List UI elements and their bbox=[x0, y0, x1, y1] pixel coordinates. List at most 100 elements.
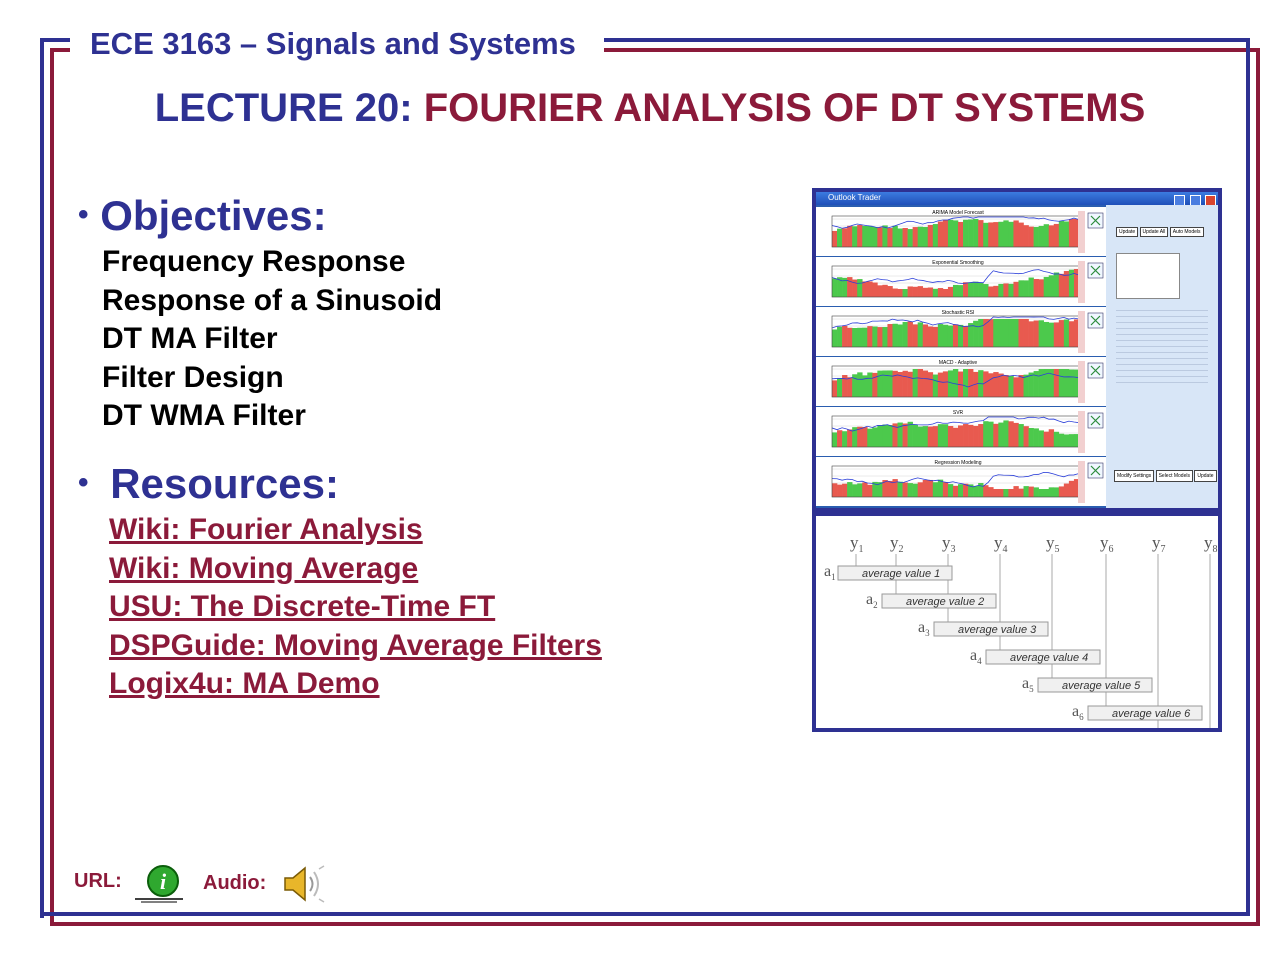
average-label: average value 3 bbox=[958, 624, 1037, 636]
zoom-icon[interactable] bbox=[1087, 412, 1104, 429]
list-item: DT WMA Filter bbox=[102, 399, 306, 432]
panel-title: MACD - Adaptive bbox=[939, 360, 978, 366]
info-icon[interactable]: i bbox=[133, 862, 185, 904]
side-buttons: Update Update All Auto Models bbox=[1116, 227, 1204, 237]
url-label: URL: bbox=[74, 870, 122, 892]
frame-left-maroon bbox=[50, 48, 54, 926]
lecture-prefix: LECTURE 20: bbox=[154, 86, 413, 130]
link-usu-dtft[interactable]: USU: The Discrete-Time FT bbox=[109, 590, 496, 623]
frame-bottom-maroon bbox=[50, 922, 1260, 926]
link-logix4u[interactable]: Logix4u: MA Demo bbox=[109, 667, 380, 700]
y-label: y1 bbox=[850, 533, 864, 555]
panel-title: SVR bbox=[953, 410, 964, 416]
a-label: a4 bbox=[970, 647, 982, 666]
panel-scrollbar[interactable] bbox=[1078, 461, 1085, 503]
zoom-icon[interactable] bbox=[1087, 362, 1104, 379]
a-label: a1 bbox=[824, 563, 836, 582]
window-title: Outlook Trader bbox=[828, 193, 881, 202]
objectives-heading: • Objectives: bbox=[78, 192, 327, 240]
average-label: average value 6 bbox=[1112, 708, 1191, 720]
update-all-button[interactable]: Update All bbox=[1139, 227, 1169, 237]
chart-panel: Regression Modeling bbox=[816, 457, 1106, 506]
frame-left-navy bbox=[40, 38, 44, 918]
window-titlebar: Outlook Trader bbox=[816, 192, 1218, 206]
side-panel: Update Update All Auto Models Modify Set… bbox=[1106, 205, 1218, 508]
audio-label: Audio: bbox=[203, 872, 267, 894]
a-label: a2 bbox=[866, 591, 878, 610]
list-item: Response of a Sinusoid bbox=[102, 283, 443, 317]
a-label: a5 bbox=[1022, 675, 1034, 694]
link-dspguide[interactable]: DSPGuide: Moving Average Filters bbox=[109, 628, 602, 662]
panel-scrollbar[interactable] bbox=[1078, 311, 1085, 353]
y-label: y4 bbox=[994, 533, 1008, 555]
chart-panel: Stochastic RSI bbox=[816, 307, 1106, 356]
chart-panel: MACD - Adaptive bbox=[816, 357, 1106, 406]
link-wiki-fourier[interactable]: Wiki: Fourier Analysis bbox=[109, 513, 423, 546]
zoom-icon[interactable] bbox=[1087, 262, 1104, 279]
speaker-icon[interactable] bbox=[281, 864, 327, 904]
link-wiki-moving-average[interactable]: Wiki: Moving Average bbox=[109, 551, 419, 585]
resources-heading-text: Resources: bbox=[110, 460, 339, 507]
frame-top-maroon-left bbox=[50, 48, 70, 52]
y-label: y2 bbox=[890, 533, 904, 555]
svg-text:i: i bbox=[160, 869, 167, 894]
resources-heading: • Resources: bbox=[78, 460, 339, 508]
lecture-title-text: FOURIER ANALYSIS OF DT SYSTEMS bbox=[423, 86, 1146, 130]
panel-scrollbar[interactable] bbox=[1078, 211, 1085, 253]
average-box bbox=[985, 649, 1101, 665]
side-data-rows bbox=[1116, 305, 1208, 385]
panel-scrollbar[interactable] bbox=[1078, 361, 1085, 403]
lecture-title: LECTURE 20: FOURIER ANALYSIS OF DT SYSTE… bbox=[0, 86, 1280, 131]
chart-panel: SVR bbox=[816, 407, 1106, 456]
panel-scrollbar[interactable] bbox=[1078, 261, 1085, 303]
average-box bbox=[881, 593, 997, 609]
frame-right-maroon bbox=[1256, 48, 1260, 926]
auto-models-button[interactable]: Auto Models bbox=[1169, 227, 1204, 237]
list-item: Frequency Response bbox=[102, 245, 406, 278]
frame-bottom-navy bbox=[40, 912, 1250, 916]
update-button[interactable]: Update bbox=[1116, 227, 1139, 237]
zoom-icon[interactable] bbox=[1087, 462, 1104, 479]
y-label: y5 bbox=[1046, 533, 1060, 555]
average-box bbox=[837, 565, 953, 581]
panel-title: ARIMA Model Forecast bbox=[932, 210, 984, 216]
y-label: y6 bbox=[1100, 533, 1114, 555]
panel-title: Stochastic RSI bbox=[942, 310, 975, 316]
average-label: average value 4 bbox=[1010, 652, 1088, 664]
a-label: a6 bbox=[1072, 703, 1084, 722]
update-button-2[interactable]: Update bbox=[1194, 470, 1217, 482]
list-item: Filter Design bbox=[102, 360, 284, 394]
panel-title: Exponential Smoothing bbox=[932, 260, 984, 266]
select-models-button[interactable]: Select Models bbox=[1155, 470, 1193, 482]
frame-top-maroon-right bbox=[604, 48, 1260, 52]
portfolio-list bbox=[1116, 253, 1180, 299]
average-label: average value 1 bbox=[862, 568, 940, 580]
y-label: y8 bbox=[1204, 533, 1218, 555]
average-box bbox=[933, 621, 1049, 637]
average-box bbox=[1087, 705, 1203, 721]
bullet-icon: • bbox=[78, 466, 89, 499]
frame-top-navy-right bbox=[604, 38, 1250, 42]
objectives-list: Frequency Response Response of a Sinusoi… bbox=[102, 243, 442, 436]
panel-title: Regression Modeling bbox=[935, 460, 982, 466]
chart-panel: ARIMA Model Forecast bbox=[816, 207, 1106, 256]
frame-top-navy-left bbox=[40, 38, 70, 42]
list-item: DT MA Filter bbox=[102, 322, 278, 355]
average-label: average value 5 bbox=[1062, 680, 1141, 692]
average-label: average value 2 bbox=[906, 596, 984, 608]
resources-list: Wiki: Fourier Analysis Wiki: Moving Aver… bbox=[109, 511, 602, 704]
average-box bbox=[1037, 677, 1153, 693]
panel-scrollbar[interactable] bbox=[1078, 411, 1085, 453]
zoom-icon[interactable] bbox=[1087, 312, 1104, 329]
objectives-heading-text: Objectives: bbox=[100, 192, 327, 239]
bottom-buttons: Modify Settings Select Models Update bbox=[1114, 470, 1217, 482]
zoom-icon[interactable] bbox=[1087, 212, 1104, 229]
modify-settings-button[interactable]: Modify Settings bbox=[1114, 470, 1155, 482]
bullet-icon: • bbox=[78, 198, 89, 231]
frame-right-navy bbox=[1246, 38, 1250, 916]
chart-panel: Exponential Smoothing bbox=[816, 257, 1106, 306]
